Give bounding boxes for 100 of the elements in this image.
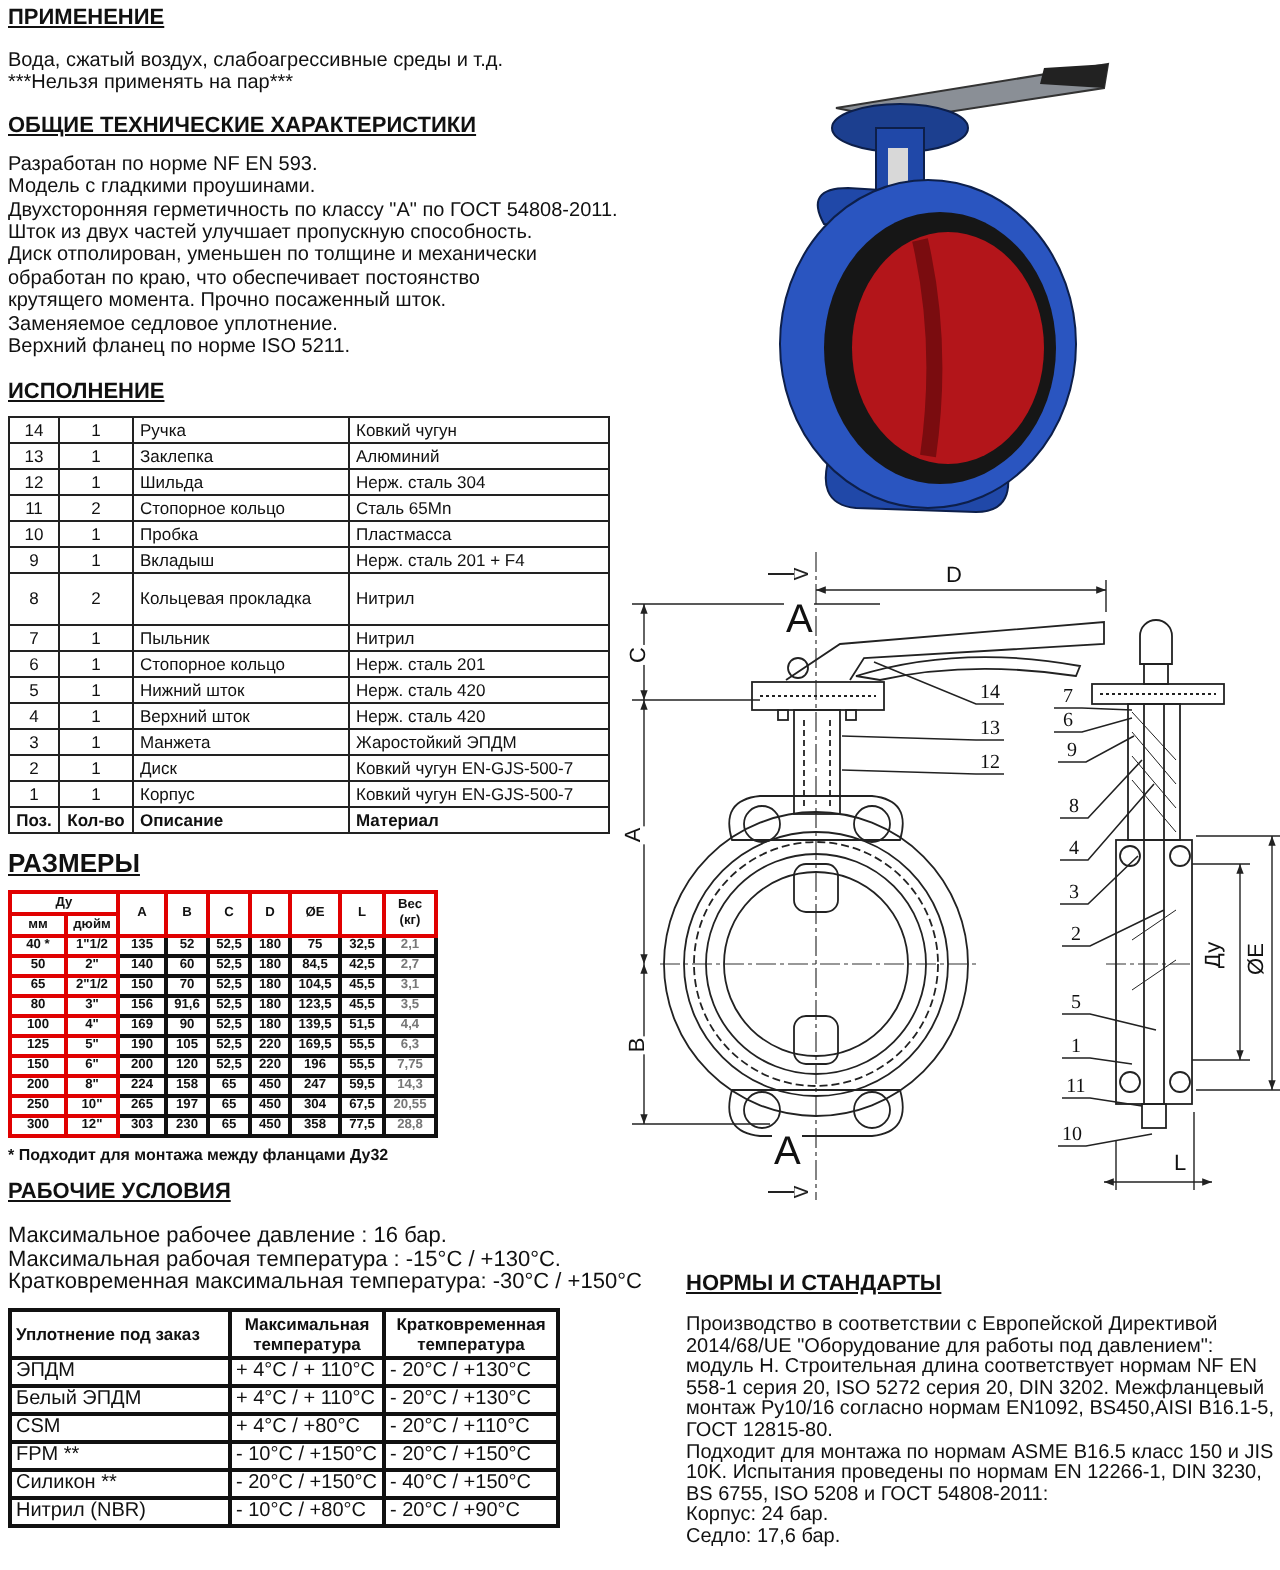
table-cell: 1 xyxy=(59,625,133,652)
table-cell: Пробка xyxy=(133,521,349,548)
table-cell: 9 xyxy=(9,547,59,574)
callout-number: 11 xyxy=(1062,1076,1090,1098)
table-cell: Стопорное кольцо xyxy=(133,495,349,522)
text-line: Максимальное рабочее давление : 16 бар. xyxy=(8,1226,447,1250)
dimension-label: C xyxy=(628,645,651,665)
table-cell: 12 xyxy=(9,469,59,496)
table-cell: 1 xyxy=(59,729,133,756)
text-line: Вода, сжатый воздух, слабоагрессивные среды и т.д. xyxy=(8,50,504,73)
table-cell: 1 xyxy=(59,781,133,808)
table-cell: Шильда xyxy=(133,469,349,496)
table-cell: Верхний шток xyxy=(133,703,349,730)
leader-line xyxy=(1057,735,1135,763)
table-header-cell: Поз. xyxy=(9,807,59,834)
table-cell: - 10°C / +80°C xyxy=(230,1497,384,1526)
table-header-cell: Кол-во xyxy=(59,807,133,834)
paragraph: Седло: 17,6 бар. xyxy=(686,1527,841,1550)
leader-line xyxy=(1061,1013,1157,1031)
table-cell: Нерж. сталь 201 + F4 xyxy=(349,547,609,574)
table-cell: Нижний шток xyxy=(133,677,349,704)
table-cell: 1 xyxy=(59,417,133,444)
dimension-label: A xyxy=(624,825,647,845)
table-cell: FPM ** xyxy=(10,1441,230,1470)
table-cell: Силикон ** xyxy=(10,1469,230,1498)
section-heading: РАЗМЕРЫ xyxy=(8,850,140,877)
callout-number: 3 xyxy=(1060,882,1088,904)
table-cell: Нитрил xyxy=(349,625,609,652)
table-cell: Ковкий чугун EN-GJS-500-7 xyxy=(349,755,609,782)
table-cell: Сталь 65Mn xyxy=(349,495,609,522)
callout-number: 5 xyxy=(1062,992,1090,1014)
table-cell: Манжета xyxy=(133,729,349,756)
leader-line xyxy=(873,661,1005,705)
section-heading: РАБОЧИЕ УСЛОВИЯ xyxy=(8,1180,231,1207)
table-cell: + 4°C / + 110°C xyxy=(230,1385,384,1414)
section-heading: ОБЩИЕ ТЕХНИЧЕСКИЕ ХАРАКТЕРИСТИКИ xyxy=(8,113,477,140)
table-cell: Нерж. сталь 304 xyxy=(349,469,609,496)
table-cell: 8 xyxy=(9,573,59,626)
table-cell: 1 xyxy=(59,755,133,782)
table-cell: Заклепка xyxy=(133,443,349,470)
callout-number: 12 xyxy=(976,752,1004,774)
leader-line xyxy=(1061,909,1165,947)
callout-number: 14 xyxy=(976,682,1004,704)
leader-line xyxy=(841,735,1005,741)
table-cell: 1 xyxy=(59,651,133,678)
dimension-label: B xyxy=(628,1035,651,1055)
leader-line xyxy=(1057,1133,1153,1147)
table-cell: Кольцевая прокладка xyxy=(133,573,349,626)
text-line: Двухсторонняя герметичность по классу "А" по ГОСТ 54808-2011. xyxy=(8,199,618,223)
leader-line xyxy=(1061,1057,1133,1065)
table-header-cell: Материал xyxy=(349,807,609,834)
table-cell: Нерж. сталь 420 xyxy=(349,703,609,730)
table-cell: 11 xyxy=(9,495,59,522)
table-cell: 10 xyxy=(9,521,59,548)
table-cell: Нерж. сталь 201 xyxy=(349,651,609,678)
table-header-cell: Максимальная температура xyxy=(230,1309,384,1358)
text-line: Заменяемое седловое уплотнение. xyxy=(8,313,338,337)
table-cell: Стопорное кольцо xyxy=(133,651,349,678)
callout-number: 2 xyxy=(1062,924,1090,946)
footnote: * Подходит для монтажа между фланцами Ду32 xyxy=(8,1146,389,1165)
table-cell: Диск xyxy=(133,755,349,782)
table-cell: Пыльник xyxy=(133,625,349,652)
paragraph: Производство в соответствии с Европейской Директивой 2014/68/UE "Оборудование для работы под давлением": модуль Н. Строительная длина соответствует нормам NF EN 558-1 серия 20, ISO 5272 серия 20, DIN 3202. Межфланцевый монтаж Ру10/16 согласно нормам EN1092, BS450,AISI B16.1-5, ГОСТ 12815-80. xyxy=(686,1316,1276,1444)
table-cell: - 20°C / +130°C xyxy=(384,1357,558,1386)
table-cell: 2 xyxy=(9,755,59,782)
table-cell: 5 xyxy=(9,677,59,704)
table-cell: - 10°C / +150°C xyxy=(230,1441,384,1470)
text-line: Модель с гладкими проушинами. xyxy=(8,176,316,200)
warning-text: ***Нельзя применять на пар*** xyxy=(8,72,294,96)
text-line: Максимальная рабочая температура : -15°C / +130°C. xyxy=(8,1249,561,1272)
callout-number: 4 xyxy=(1060,838,1088,860)
table-header-cell: Описание xyxy=(133,807,349,834)
dimension-label: L xyxy=(1172,1154,1189,1176)
table-cell: - 40°C / +150°C xyxy=(384,1469,558,1498)
table-cell: Пластмасса xyxy=(349,521,609,548)
leader-line xyxy=(1053,707,1133,711)
dimension-label: ØE xyxy=(1246,941,1269,977)
table-cell: 6 xyxy=(9,651,59,678)
leader-line xyxy=(1059,855,1139,905)
table-header-cell: Уплотнение под заказ xyxy=(10,1309,230,1358)
paragraph: Диск отполирован, уменьшен по толщине и механически обработан по краю, что обеспечивает постоянство крутящего момента. Прочно посаженный шток. xyxy=(8,244,539,314)
paragraph: Корпус: 24 бар. xyxy=(686,1506,829,1527)
table-cell: 4 xyxy=(9,703,59,730)
text-line: Шток из двух частей улучшает пропускную способность. xyxy=(8,222,533,245)
table-cell: - 20°C / +110°C xyxy=(384,1413,558,1442)
callout-number: 9 xyxy=(1058,740,1086,762)
table-cell: Жаростойкий ЭПДМ xyxy=(349,729,609,756)
callout-number: 13 xyxy=(976,718,1004,740)
table-cell: 14 xyxy=(9,417,59,444)
table-cell: Ковкий чугун EN-GJS-500-7 xyxy=(349,781,609,808)
callout-number: 8 xyxy=(1060,796,1088,818)
section-heading: ПРИМЕНЕНИЕ xyxy=(8,6,165,32)
table-cell: Корпус xyxy=(133,781,349,808)
table-cell: 1 xyxy=(59,547,133,574)
table-cell: 2 xyxy=(59,573,133,626)
dimension-label: Ду xyxy=(1204,939,1227,971)
table-cell: CSM xyxy=(10,1413,230,1442)
table-cell: 1 xyxy=(59,677,133,704)
table-header-cell: Кратковременная температура xyxy=(384,1309,558,1358)
table-cell: 1 xyxy=(59,469,133,496)
